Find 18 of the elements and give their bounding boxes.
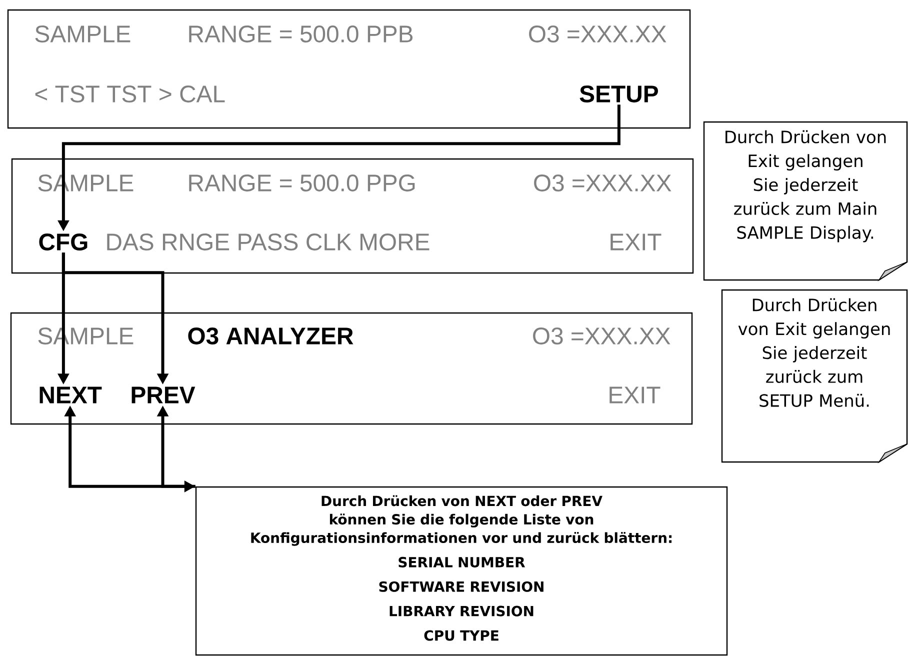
display-text: DAS RNGE PASS CLK MORE [107,234,430,250]
display-text: < TST TST > CAL [35,86,225,102]
display-text: O3 =XXX.XX [534,174,672,192]
callout-note: Durch Drücken von Exit gelangen Sie jederzeit zurück zum SETUP Menü. [721,289,908,464]
display-text: EXIT [610,386,660,404]
display-text: O3 ANALYZER [188,328,354,344]
display-text: RANGE = 500.0 PPG [189,174,415,192]
callout-note: Durch Drücken von Exit gelangen Sie jederzeit zurück zum Main SAMPLE Display. [703,121,908,282]
display-text: O3 =XXX.XX [529,26,666,42]
display-text: EXIT [610,234,662,250]
display-text: RANGE = 500.0 PPB [189,26,413,42]
info-box: Durch Drücken von NEXT oder PREV können Sie die folgende Liste von Konfigurationsinformationen vor und zurück blättern: SERIAL NUMBER SOFTWARE REVISION LIBRARY REVISION CPU TYPE [195,486,728,656]
menu-key: CFG [39,234,88,250]
display-text: O3 =XXX.XX [533,328,670,344]
menu-key: SETUP [580,86,658,102]
display-text: SAMPLE [35,26,130,42]
menu-key: PREV [132,386,196,404]
menu-key: NEXT [40,386,102,404]
